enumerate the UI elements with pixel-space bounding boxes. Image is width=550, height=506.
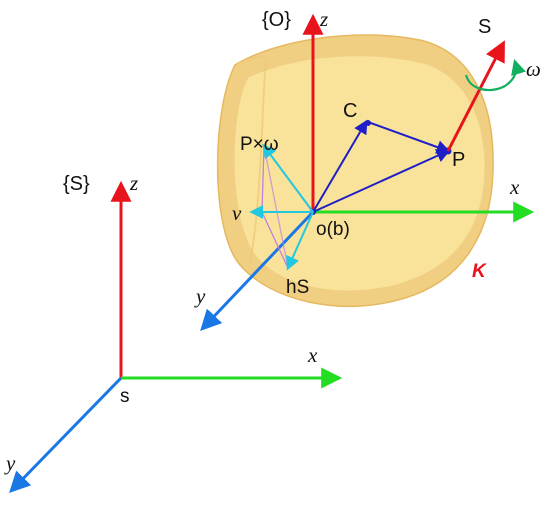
parallelogram-edge-2 xyxy=(263,145,289,269)
vector-p-cross-omega xyxy=(262,143,314,213)
point-c-label: C xyxy=(343,100,357,122)
space-x-label: x xyxy=(307,343,318,367)
body-frame xyxy=(200,13,535,332)
vector-hs xyxy=(286,211,314,271)
position-vectors xyxy=(310,119,452,215)
body-y-axis xyxy=(200,210,315,332)
vector-op xyxy=(312,149,451,213)
body-inner-face xyxy=(234,56,485,291)
space-frame xyxy=(9,180,343,494)
labels: {S} z x y s {O} z x y o(b) C P S ω P×ω v… xyxy=(4,7,541,475)
screw-axis xyxy=(446,40,526,152)
space-y-axis xyxy=(9,376,123,494)
body-z-label: z xyxy=(319,7,328,31)
velocity-vectors xyxy=(249,143,315,271)
body-frame-label: {O} xyxy=(262,9,291,31)
velocity-label: v xyxy=(232,201,242,225)
vector-oc xyxy=(312,119,368,213)
cross-product-label: P×ω xyxy=(240,134,279,155)
space-y-label: y xyxy=(4,451,16,475)
screw-axis-line xyxy=(446,40,505,152)
hs-label: hS xyxy=(286,277,309,298)
body-k-label: K xyxy=(472,261,487,282)
space-z-label: z xyxy=(129,171,138,195)
omega-rotation-arc xyxy=(464,59,526,92)
space-origin-label: s xyxy=(120,386,130,407)
point-c-dot xyxy=(365,120,371,126)
screw-axis-label: S xyxy=(478,16,491,38)
body-y-label: y xyxy=(194,284,206,308)
omega-label: ω xyxy=(526,57,541,81)
point-p-label: P xyxy=(452,149,465,171)
body-x-label: x xyxy=(509,175,520,199)
vector-cp xyxy=(367,121,451,154)
space-frame-label: {S} xyxy=(63,173,90,195)
body-origin-label: o(b) xyxy=(316,219,350,240)
